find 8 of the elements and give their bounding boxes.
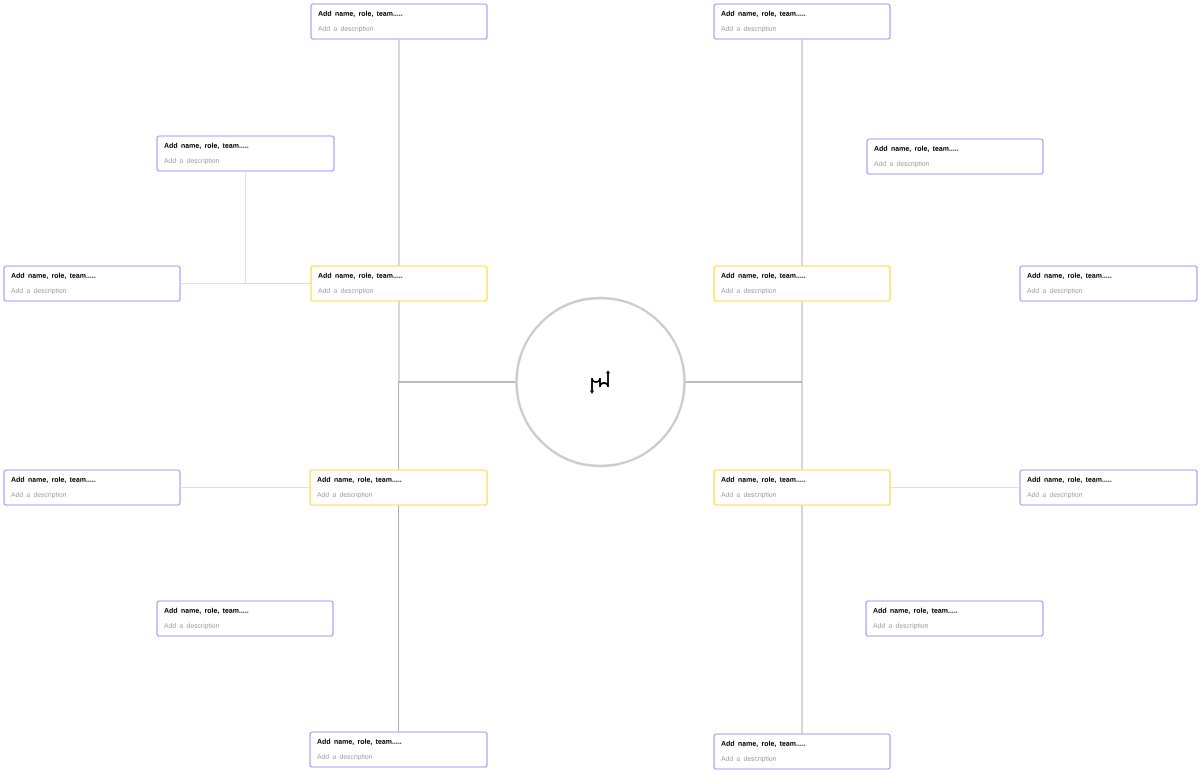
hub-circle [515,296,686,468]
connector-line [685,381,803,470]
connector-line [180,283,311,284]
connector-line [398,39,400,266]
connector-line [398,505,399,732]
connector-line [801,505,803,734]
connector-line [801,39,803,266]
connector-line [398,381,516,470]
